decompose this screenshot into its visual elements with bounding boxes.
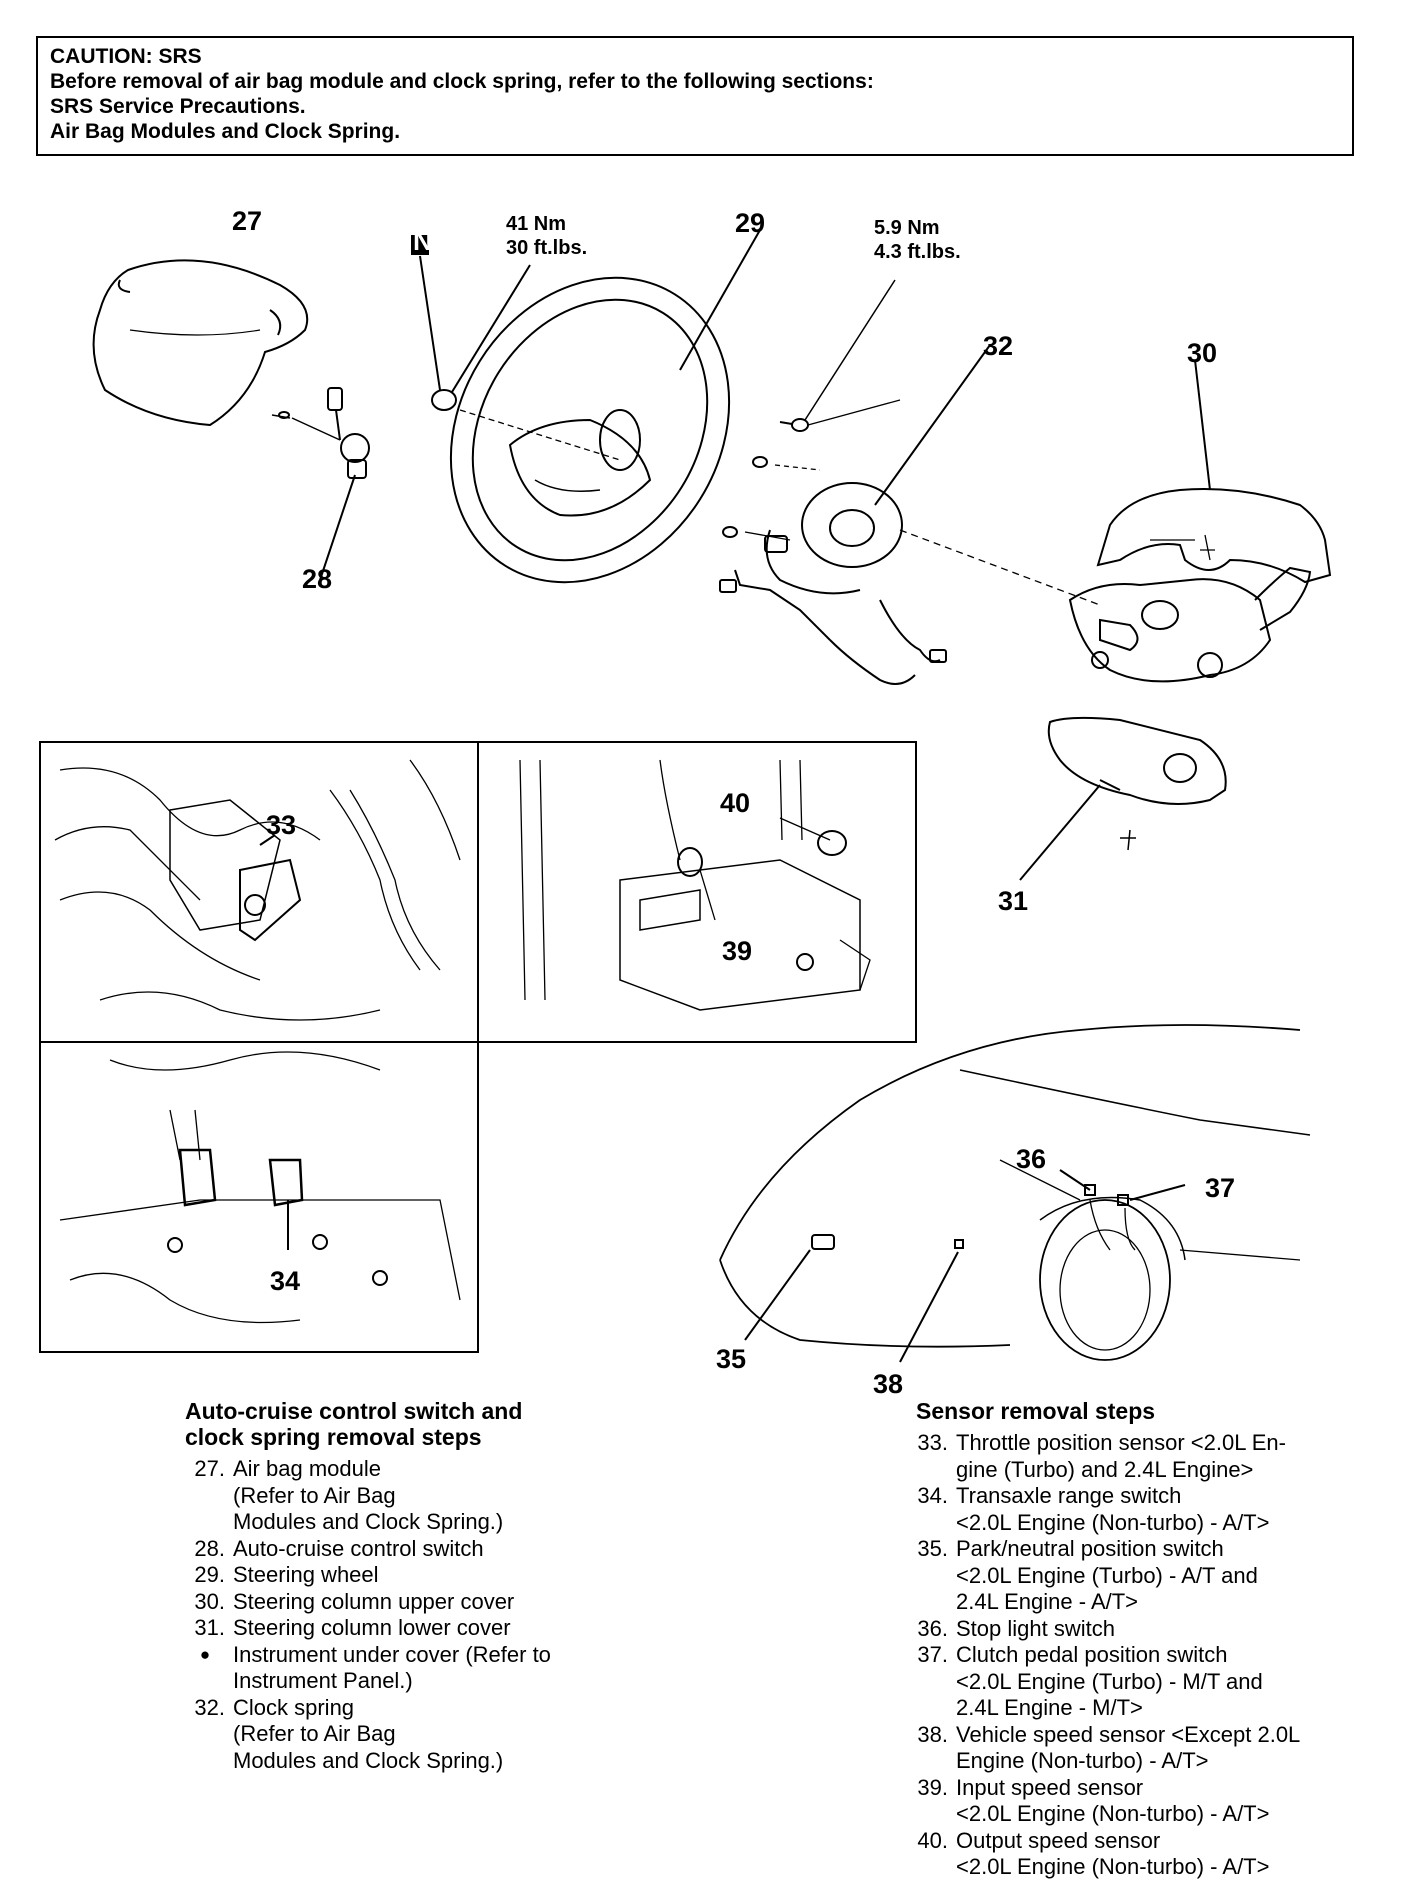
left-steps-title-line: clock spring removal steps xyxy=(185,1424,482,1450)
nut-torque-ftlbs: 30 ft.lbs. xyxy=(506,237,587,259)
step-number: 31. xyxy=(194,1615,225,1640)
step-item: 32. Clock spring (Refer to Air Bag Module… xyxy=(185,1695,705,1775)
bolt-torque-nm: 5.9 Nm xyxy=(874,217,940,239)
callout-36: 36 xyxy=(1016,1144,1046,1174)
step-text: Transaxle range switch <2.0L Engine (Non… xyxy=(956,1483,1270,1535)
step-text: Auto-cruise control switch xyxy=(233,1535,484,1561)
callout-27: 27 xyxy=(232,206,262,236)
callout-32: 32 xyxy=(983,331,1013,361)
step-text: Clock spring (Refer to Air Bag Modules a… xyxy=(233,1694,504,1773)
callout-35: 35 xyxy=(716,1344,746,1374)
caution-box: CAUTION: SRS Before removal of air bag m… xyxy=(36,36,1354,156)
step-number: 32. xyxy=(194,1694,225,1720)
step-number: 37. xyxy=(917,1642,948,1667)
nut-torque-nm: 41 Nm xyxy=(506,213,566,235)
step-number: 36. xyxy=(917,1615,948,1641)
step-number: 38. xyxy=(917,1721,948,1747)
callout-28: 28 xyxy=(302,564,332,594)
step-item: 33. Throttle position sensor <2.0L En- gi… xyxy=(900,1430,1400,1483)
sensor-removal-steps-list: Sensor removal steps 33. Throttle positio… xyxy=(900,1398,1400,1881)
column-switch-illustration xyxy=(1068,566,1312,683)
step-number: 33. xyxy=(917,1430,948,1455)
step-text: Steering column lower cover xyxy=(233,1615,511,1640)
step-number: 28. xyxy=(194,1535,225,1561)
step-text: Vehicle speed sensor <Except 2.0L Engine… xyxy=(956,1721,1301,1774)
inset-panel-34 xyxy=(39,1041,479,1353)
bolt-torque-ftlbs: 4.3 ft.lbs. xyxy=(874,241,961,263)
step-item: 30. Steering column upper cover xyxy=(185,1589,705,1616)
callout-34: 34 xyxy=(270,1266,300,1296)
caution-line: Before removal of air bag module and clo… xyxy=(50,70,874,93)
step-item: 40. Output speed sensor <2.0L Engine (Non… xyxy=(900,1828,1400,1881)
auto-cruise-switch-illustration xyxy=(271,387,370,581)
step-number: 27. xyxy=(194,1456,225,1481)
step-text: Instrument under cover (Refer to Instrum… xyxy=(233,1641,551,1694)
car-outline-illustration xyxy=(719,1024,1311,1363)
step-text: Steering wheel xyxy=(233,1562,379,1587)
nut-illustration xyxy=(411,235,621,461)
caution-title: CAUTION: SRS xyxy=(50,45,202,68)
step-text: Input speed sensor <2.0L Engine (Non-tur… xyxy=(956,1774,1270,1827)
step-number: 40. xyxy=(917,1827,948,1853)
callout-39: 39 xyxy=(722,936,752,966)
step-item: 29. Steering wheel xyxy=(185,1562,705,1589)
callout-40: 40 xyxy=(720,788,750,818)
step-text: Output speed sensor <2.0L Engine (Non-tu… xyxy=(956,1827,1270,1880)
caution-line: Air Bag Modules and Clock Spring. xyxy=(50,120,401,143)
step-number: 39. xyxy=(917,1774,948,1800)
step-text: Stop light switch xyxy=(956,1615,1115,1641)
upper-cover-illustration xyxy=(1096,359,1332,584)
step-text: Clutch pedal position switch <2.0L Engin… xyxy=(956,1642,1263,1720)
bullet-icon: ● xyxy=(199,1644,211,1664)
steering-wheel-illustration xyxy=(449,229,761,584)
inset-panel-39-40 xyxy=(477,741,917,1043)
callout-38: 38 xyxy=(873,1369,903,1395)
callout-30: 30 xyxy=(1187,338,1217,368)
lower-cover-illustration xyxy=(1019,716,1227,881)
step-text: Steering column upper cover xyxy=(233,1588,515,1614)
exploded-diagram: N xyxy=(39,206,1332,1395)
air-bag-module-illustration xyxy=(92,259,309,427)
step-number: 29. xyxy=(194,1562,225,1587)
step-item: 27. Air bag module (Refer to Air Bag Modu… xyxy=(185,1456,705,1536)
step-item: 31. Steering column lower cover xyxy=(185,1615,705,1642)
step-item: 37. Clutch pedal position switch <2.0L En… xyxy=(900,1642,1400,1722)
step-item: 34. Transaxle range switch <2.0L Engine (… xyxy=(900,1483,1400,1536)
callout-37: 37 xyxy=(1205,1173,1235,1203)
step-item: 35. Park/neutral position switch <2.0L En… xyxy=(900,1536,1400,1616)
step-number: 35. xyxy=(917,1536,948,1561)
step-item: 36. Stop light switch xyxy=(900,1616,1400,1643)
inset-panel-33 xyxy=(39,741,479,1043)
right-steps-title: Sensor removal steps xyxy=(916,1398,1156,1424)
left-steps-title-line: Auto-cruise control switch and xyxy=(185,1398,523,1424)
step-number: 30. xyxy=(194,1588,225,1614)
callout-29: 29 xyxy=(735,208,765,238)
caution-line: SRS Service Precautions. xyxy=(50,95,306,118)
clock-spring-illustration xyxy=(719,344,1101,685)
nut-marker-label: N xyxy=(413,226,433,256)
step-item: 39. Input speed sensor <2.0L Engine (Non-… xyxy=(900,1775,1400,1828)
callout-33: 33 xyxy=(266,810,296,840)
step-text: Park/neutral position switch <2.0L Engin… xyxy=(956,1536,1258,1614)
callout-31: 31 xyxy=(998,886,1028,916)
step-number: 34. xyxy=(917,1483,948,1508)
step-item: 38. Vehicle speed sensor <Except 2.0L Eng… xyxy=(900,1722,1400,1775)
left-steps-title: Auto-cruise control switch and clock spr… xyxy=(185,1398,705,1450)
removal-steps-list: Auto-cruise control switch and clock spr… xyxy=(185,1398,705,1774)
step-item: ● Instrument under cover (Refer to Instru… xyxy=(185,1642,705,1695)
step-text: Air bag module (Refer to Air Bag Modules… xyxy=(233,1456,504,1534)
step-item: 28. Auto-cruise control switch xyxy=(185,1536,705,1563)
step-text: Throttle position sensor <2.0L En- gine … xyxy=(956,1430,1286,1482)
